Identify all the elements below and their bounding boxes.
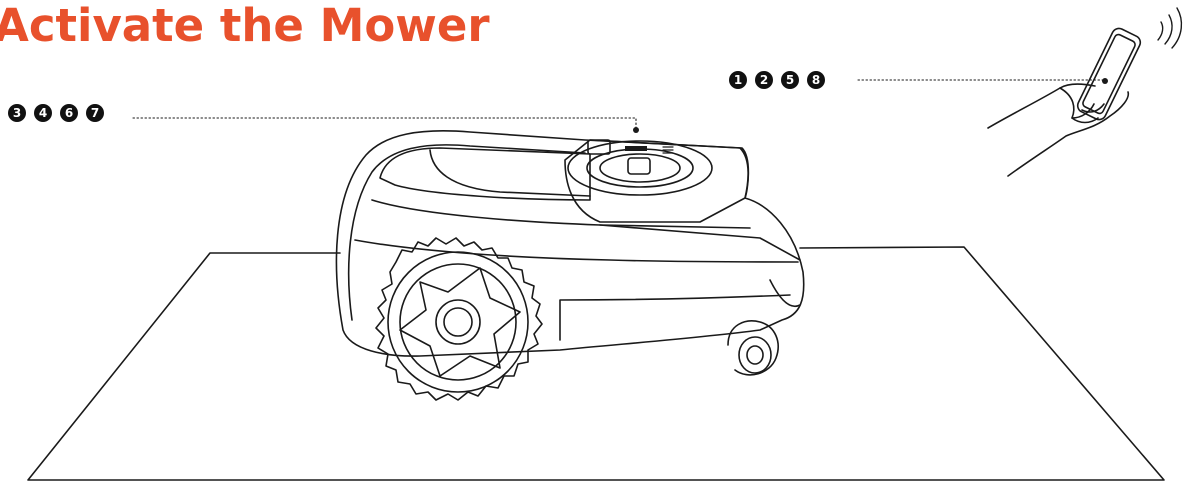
smartphone-icon: [1076, 27, 1142, 121]
rear-wheel: [375, 237, 543, 401]
step-badge: 8: [807, 71, 825, 89]
step-badge: 5: [781, 71, 799, 89]
step-badge: 3: [8, 104, 26, 122]
leader-lines: [132, 79, 1104, 129]
hand-icon: [987, 83, 1130, 177]
step-badge: 1: [729, 71, 747, 89]
mower-step-callouts: 3 4 6 7: [8, 104, 104, 122]
page-title: Activate the Mower: [0, 0, 490, 52]
step-badge: 6: [60, 104, 78, 122]
wireless-signal-icon: [1157, 7, 1183, 49]
lawn-outline: [27, 246, 1165, 481]
leader-dot: [633, 127, 639, 133]
step-badge: 7: [86, 104, 104, 122]
step-badge: 4: [34, 104, 52, 122]
leader-dot: [1102, 78, 1108, 84]
step-badge: 2: [755, 71, 773, 89]
robot-mower-icon: [335, 130, 805, 401]
phone-step-callouts: 1 2 5 8: [729, 71, 825, 89]
